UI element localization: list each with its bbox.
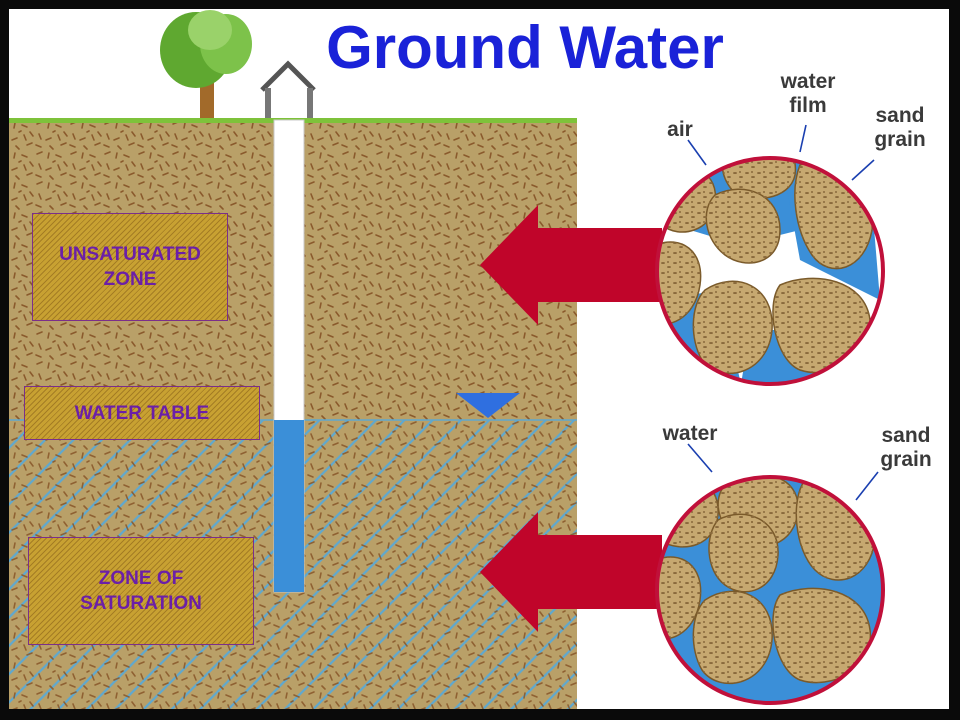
- tree: [160, 10, 252, 125]
- arrow-top: [480, 205, 662, 325]
- unsaturated-zone-label: UNSATURATED ZONE: [32, 213, 228, 321]
- water-table-text: WATER TABLE: [74, 402, 210, 424]
- saturation-line2: SATURATION: [80, 593, 202, 614]
- water-film-line1: water: [780, 70, 836, 93]
- top-magnified-circle: [655, 156, 885, 386]
- saturation-line1: ZONE OF: [98, 568, 184, 589]
- bottom-magnified-circle: [655, 475, 885, 705]
- water-film-label: water film: [768, 70, 848, 118]
- sand-grain-bottom-line1: sand: [881, 424, 931, 447]
- air-label: air: [667, 118, 693, 141]
- well: [260, 60, 316, 593]
- water-film-line2: film: [789, 94, 827, 117]
- water-table-label: WATER TABLE: [24, 386, 260, 440]
- sand-grain-top-line2: grain: [874, 128, 926, 151]
- water-table-marker: [456, 393, 520, 418]
- unsaturated-zone-line1: UNSATURATED: [59, 244, 201, 265]
- sand-grain-top-line1: sand: [875, 104, 925, 127]
- magnify-arrows: [480, 205, 662, 632]
- leader-lines: [687, 124, 879, 501]
- zone-of-saturation-label: ZONE OF SATURATION: [28, 537, 254, 645]
- arrow-bottom: [480, 512, 662, 632]
- sand-grain-label-top: sand grain: [860, 104, 940, 152]
- water-label-bottom: water: [662, 422, 718, 445]
- unsaturated-zone-line2: ZONE: [103, 269, 157, 290]
- sand-grain-label-bottom: sand grain: [866, 424, 946, 472]
- sand-grain-bottom-line2: grain: [880, 448, 932, 471]
- page-title: Ground Water: [326, 14, 724, 81]
